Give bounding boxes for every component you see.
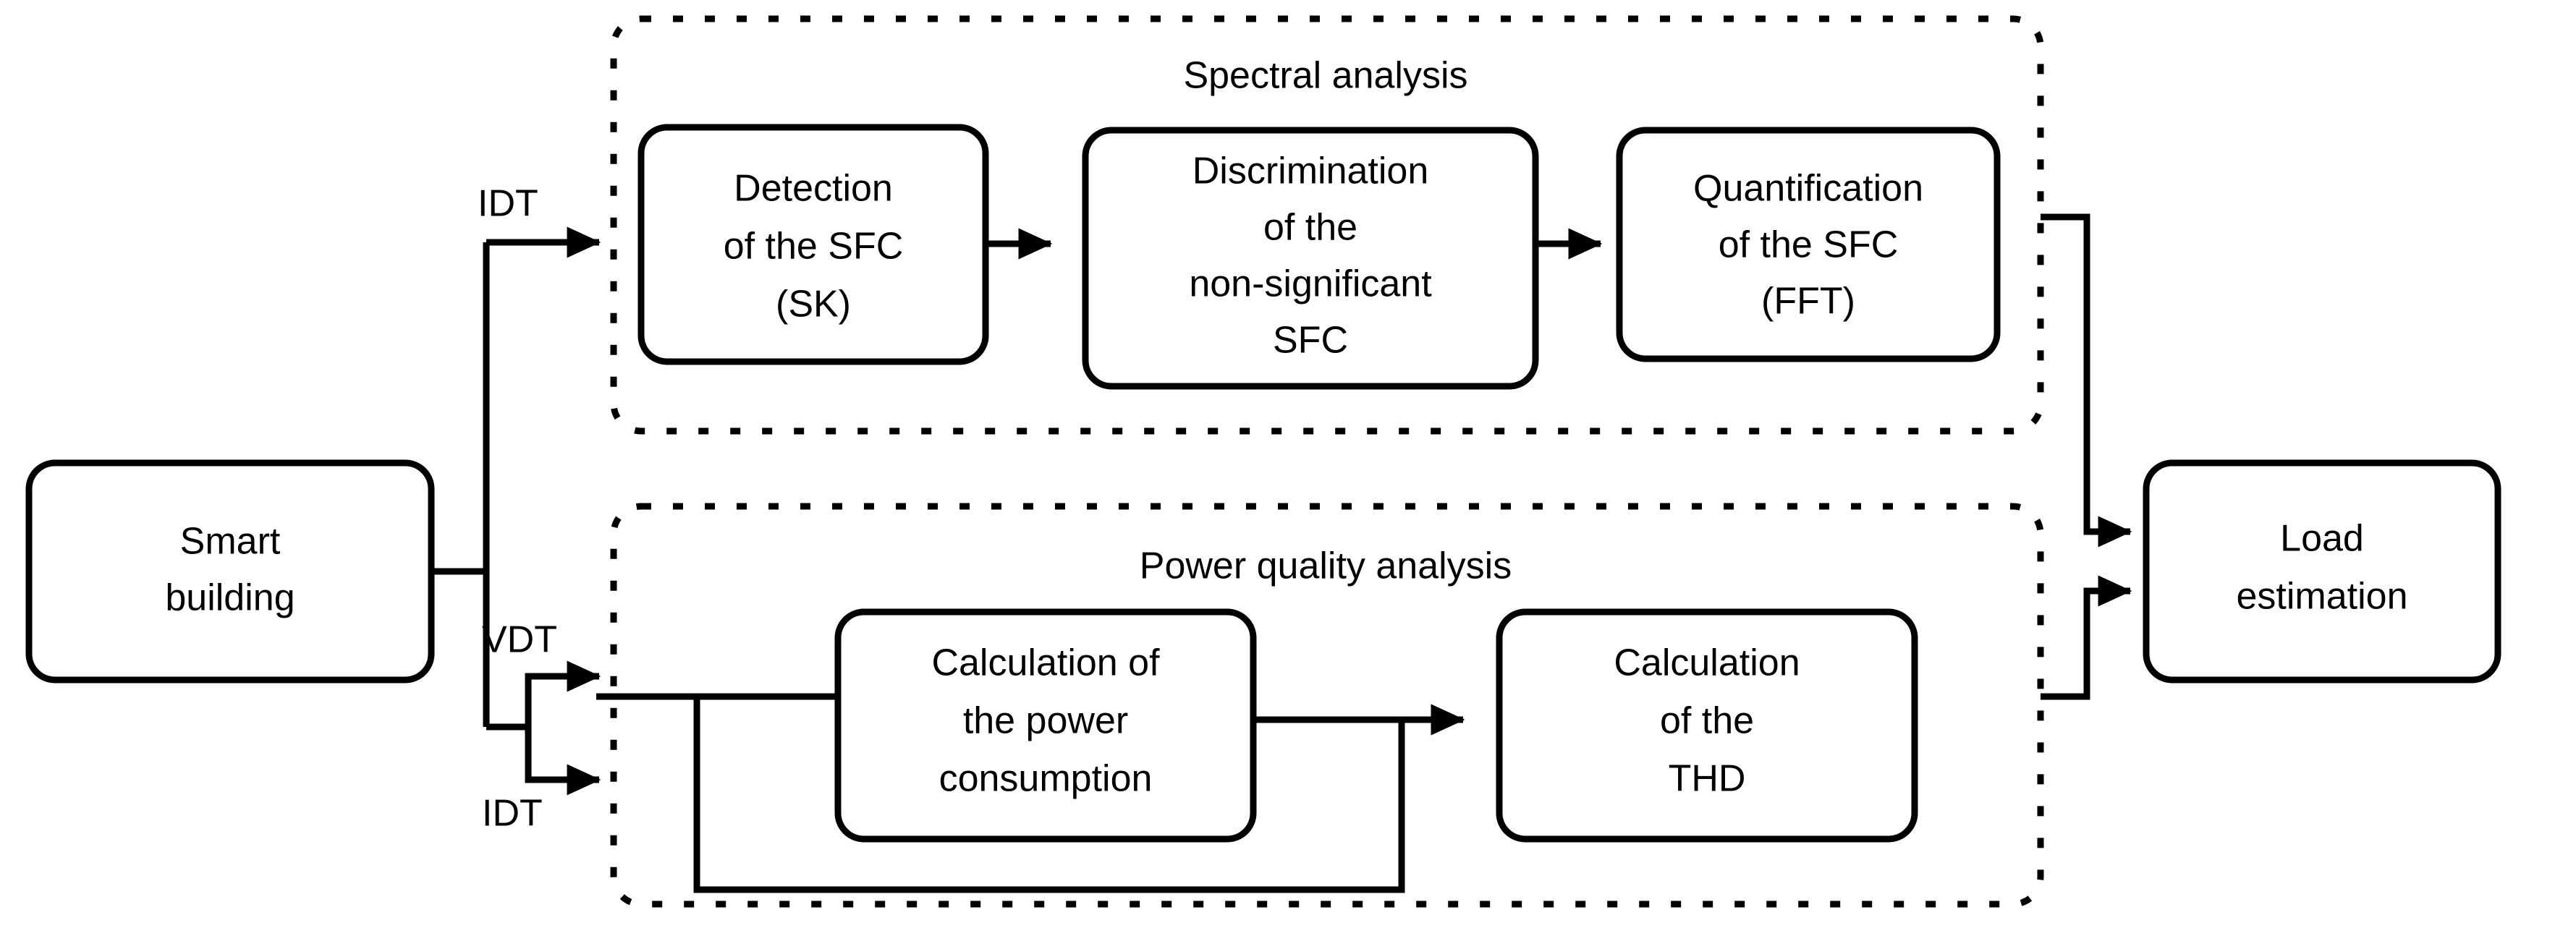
- connector-power-quality-to-load-estimation: [2041, 575, 2132, 700]
- node-quantification-line1: Quantification: [1693, 168, 1923, 210]
- node-thd-line2: of the: [1660, 700, 1754, 742]
- node-load-estimation-line1: Load: [2280, 518, 2364, 560]
- node-discrimination-line2: of the: [1263, 207, 1357, 249]
- node-smart-building-line1: Smart: [180, 521, 281, 563]
- node-discrimination-line4: SFC: [1273, 320, 1348, 362]
- node-quantification-line3: (FFT): [1761, 281, 1855, 323]
- node-power-consumption[interactable]: [834, 608, 1257, 843]
- connector-vdt-branch: [486, 660, 601, 731]
- node-quantification-line2: of the SFC: [1719, 224, 1899, 266]
- node-detection-sfc[interactable]: [637, 124, 989, 365]
- node-detection-line3: (SK): [776, 284, 851, 325]
- edge-label-vdt: VDT: [482, 619, 557, 661]
- panel-power-quality-analysis: [610, 503, 2044, 908]
- node-discrimination-sfc[interactable]: [1082, 127, 1539, 390]
- node-thd[interactable]: [1496, 608, 1918, 843]
- node-detection-line2: of the SFC: [724, 226, 904, 268]
- node-smart-building[interactable]: [25, 459, 435, 684]
- connector-idt-bottom-branch: [486, 723, 601, 796]
- node-power-consumption-line2: the power: [963, 700, 1128, 742]
- node-quantification-sfc[interactable]: [1616, 127, 2001, 362]
- node-power-consumption-line3: consumption: [939, 758, 1153, 800]
- edge-label-idt-bottom: IDT: [482, 793, 543, 835]
- node-detection-line1: Detection: [734, 168, 893, 210]
- node-thd-line3: THD: [1669, 758, 1746, 800]
- node-smart-building-line2: building: [165, 577, 295, 619]
- connector-spectral-to-load-estimation: [2041, 213, 2132, 548]
- node-thd-line1: Calculation: [1614, 642, 1800, 684]
- node-load-estimation[interactable]: [2143, 459, 2501, 684]
- node-discrimination-line1: Discrimination: [1192, 150, 1429, 192]
- node-discrimination-line3: non-significant: [1189, 263, 1432, 305]
- panel-spectral-analysis-title: Spectral analysis: [1183, 55, 1467, 97]
- node-power-consumption-line1: Calculation of: [931, 642, 1160, 684]
- node-load-estimation-line2: estimation: [2237, 576, 2408, 618]
- edge-label-idt-top: IDT: [478, 183, 538, 225]
- panel-power-quality-analysis-title: Power quality analysis: [1140, 545, 1512, 587]
- panel-spectral-analysis: [610, 15, 2044, 435]
